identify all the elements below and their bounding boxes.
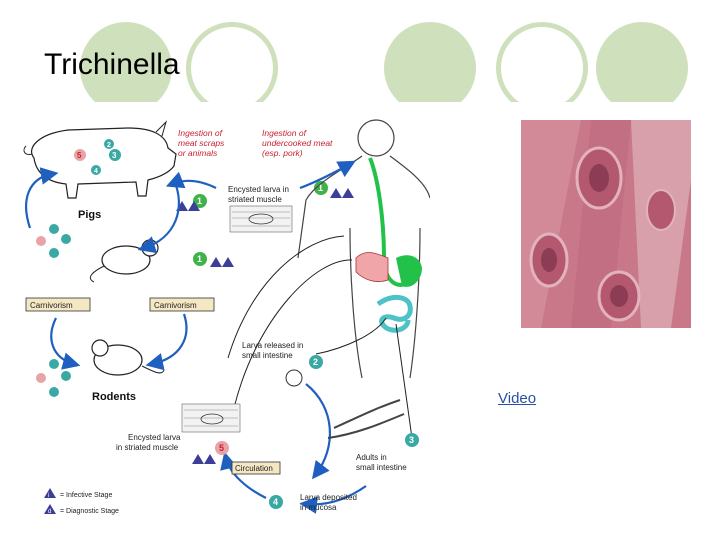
stage-2-marker [309,355,323,369]
rodent-stage-3 [61,371,71,381]
arrow-cycle-bottom [299,485,367,514]
rat-stage-4 [49,248,59,258]
rat-stage-5 [36,236,46,246]
carnivorism-label-right: Carnivorism [154,301,197,310]
pointer-line-4 [395,323,413,439]
infective-triangle-b [210,257,222,267]
encysted-bottom-line1: Encysted larva [128,433,181,442]
legend-infective-icon [44,488,56,498]
circulation-box [231,461,281,475]
stage-1-marker-b [193,252,207,266]
life-cycle-diagram: 5 3 2 4 Pigs Carnivorism Carnivorism Rod… [23,119,430,515]
header-circle-3 [384,22,476,114]
header-band [0,102,720,116]
rodent-stage-4 [49,387,59,397]
muscle-micrograph [521,120,691,328]
pig-stage-3-num: 3 [112,151,117,160]
ingest-pork-line2: undercooked meat [262,138,333,148]
legend-diagnostic-icon [44,504,56,514]
carnivorism-box-right [149,297,215,312]
ingest-pork-line1: Ingestion of [262,128,308,138]
pig-stage-4 [91,165,101,175]
pig-stage-2 [104,139,114,149]
legend-infective-mark: i [48,493,49,499]
diagnostic-triangle-a [188,201,200,211]
circulation-label: Circulation [235,464,273,473]
header-circle-4 [496,22,588,114]
pig-stage-2-num: 2 [107,142,111,149]
rodent-illustration [91,339,165,376]
legend-diagnostic-mark: d [48,509,51,515]
pointer-line-1 [227,235,345,359]
stage-1-b-num: 1 [197,254,202,264]
arrow-carniv-left [50,317,81,370]
adult-worms-illustration [327,399,405,439]
ingest-pork-line3: (esp. pork) [262,148,303,158]
carnivorism-label-left: Carnivorism [30,301,73,310]
stage-1-c-num: 1 [318,183,323,193]
arrow-pig-to-rat [137,179,180,254]
diagnostic-triangle-b [222,257,234,267]
muscle-illustration-top [229,205,293,233]
rodents-label: Rodents [92,391,136,403]
diagnostic-triangle-c [342,188,354,198]
stage-5-marker [215,441,229,455]
larva-released-line2: small intestine [242,351,293,360]
infective-triangle-d [192,454,204,464]
stage-3-num: 3 [409,435,414,445]
pointer-line-2 [233,259,353,409]
pig-stage-3 [109,149,121,161]
rat-stage-3 [61,234,71,244]
ingest-scraps-line3: or animals [178,148,218,158]
rodent-stage-2 [49,359,59,369]
legend-infective-text: = Infective Stage [60,492,112,499]
pigs-label: Pigs [78,209,101,221]
arrow-cycle-down [305,383,332,480]
infective-triangle-c [330,188,342,198]
arrow-muscle-to-pig [165,171,217,189]
arrow-muscle-to-human [299,160,356,190]
slide-title: Trichinella [44,48,180,81]
encysted-top-line2: striated muscle [228,195,282,204]
stage-4-num: 4 [273,497,278,507]
ingest-scraps-line1: Ingestion of [178,128,224,138]
pig-stage-5-num: 5 [77,151,82,160]
legend-diagnostic-text: = Diagnostic Stage [60,508,119,515]
stage-5-num: 5 [219,443,224,453]
stage-2-num: 2 [313,357,318,367]
deposited-line1: Larva deposited [300,493,357,502]
stage-1-a-num: 1 [197,196,202,206]
pig-stage-5 [74,149,86,161]
pig-stage-4-num: 4 [94,168,98,175]
larva-coil-icon [285,369,303,387]
stage-1-marker-a [193,194,207,208]
encysted-top-line1: Encysted larva in [228,185,289,194]
muscle-illustration-bottom [181,403,241,433]
rodent-stage-5 [36,373,46,383]
pig-illustration [23,120,177,199]
header-circle-1 [80,22,172,114]
diagnostic-triangle-d [204,454,216,464]
deposited-line2: in mucosa [300,503,337,512]
larva-released-line1: Larva released in [242,341,303,350]
encysted-bottom-line2: in striated muscle [116,443,179,452]
stage-1-marker-c [314,181,328,195]
arrow-cycle-left [220,451,267,499]
video-link[interactable]: Video [498,390,537,407]
adults-line1: Adults in [356,453,387,462]
header-circle-5 [596,22,688,114]
stage-4-marker [269,495,283,509]
ingest-scraps-line2: meat scraps [178,138,225,148]
carnivorism-box-left [25,297,91,312]
arrow-rat-to-pig [25,167,59,229]
rat-stage-2 [49,224,59,234]
arrow-carniv-right [145,313,188,371]
stage-3-marker [405,433,419,447]
human-figure [297,119,430,379]
adults-line2: small intestine [356,463,407,472]
header-circle-2 [186,22,278,114]
pointer-line-3 [315,317,387,355]
